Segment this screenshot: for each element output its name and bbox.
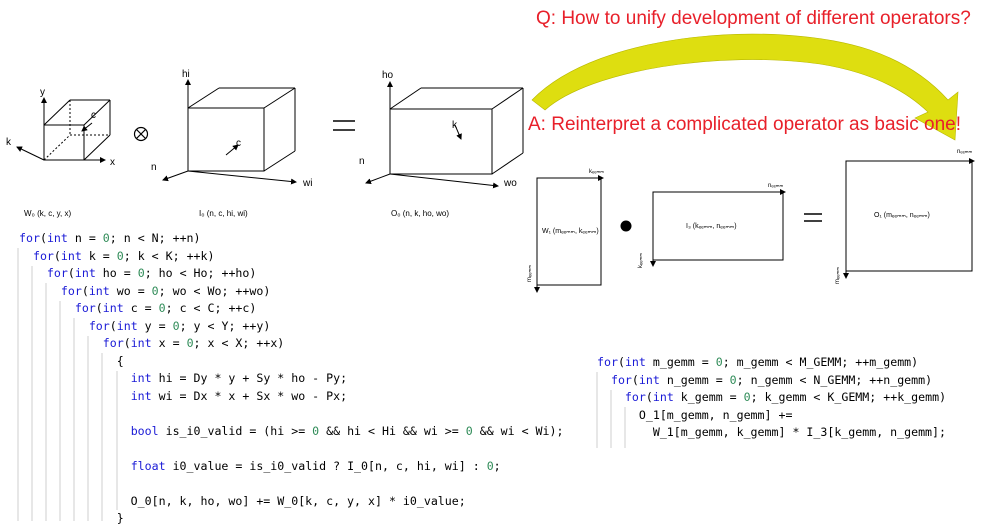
w0-caption: W₀ (k, c, y, x)	[24, 209, 72, 218]
i3-k-gemm-axis: kₑₑₘₘ	[638, 253, 644, 268]
conv-code-line	[19, 440, 563, 458]
convolution-symbol	[133, 126, 149, 142]
conv-indent-guides	[17, 248, 118, 521]
conv-code-line: for(int x = 0; x < X; ++x)	[102, 336, 285, 350]
o0-caption: O₀ (n, k, ho, wo)	[391, 209, 450, 218]
i3-matrix	[650, 189, 786, 267]
w1-matrix	[534, 175, 604, 293]
o1-label: O₁ (mₑₑₘₘ, nₑₑₘₘ)	[874, 212, 930, 219]
w0-axis-c: c	[91, 110, 96, 121]
o0-cube	[365, 81, 524, 189]
w0-axis-y: y	[40, 87, 45, 98]
conv-code-block: for(int n = 0; n < N; ++n) for(int k = 0…	[19, 230, 563, 528]
answer-text: A: Reinterpret a complicated operator as…	[528, 114, 962, 135]
i3-label: I₃ (kₑₑₘₘ, nₑₑₘₘ)	[686, 223, 737, 230]
conv-code-line	[19, 405, 563, 423]
gemm-code-line: for(int k_gemm = 0; k_gemm < K_GEMM; ++k…	[624, 390, 947, 404]
i3-n-gemm-axis: nₑₑₘₘ	[768, 183, 784, 189]
question-text: Q: How to unify development of different…	[536, 8, 971, 29]
o1-m-gemm-axis: mₑₑₘₘ	[835, 267, 841, 284]
conv-code-line: for(int n = 0; n < N; ++n)	[19, 231, 201, 245]
gemm-code-line: for(int n_gemm = 0; n_gemm < N_GEMM; ++n…	[610, 372, 933, 387]
o0-axis-wo: wo	[504, 178, 517, 189]
conv-code-line: for(int ho = 0; ho < Ho; ++ho)	[46, 266, 257, 280]
conv-code-line: {	[19, 353, 124, 368]
o1-n-gemm-axis: nₑₑₘₘ	[957, 149, 973, 155]
conv-code-line	[19, 475, 563, 493]
conv-code-line: int hi = Dy * y + Sy * ho - Py;	[130, 371, 348, 385]
conv-code-line: O_0[n, k, ho, wo] += W_0[k, c, y, x] * i…	[19, 493, 466, 508]
curved-arrow	[531, 33, 959, 141]
i0-caption: I₀ (n, c, hi, wi)	[199, 209, 248, 218]
conv-code-line: int wi = Dx * x + Sx * wo - Px;	[130, 388, 348, 403]
conv-code-line: for(int y = 0; y < Y; ++y)	[88, 318, 271, 333]
conv-code-line: for(int c = 0; c < C; ++c)	[74, 301, 257, 315]
gemm-dot-symbol	[620, 220, 632, 232]
conv-code-line: bool is_i0_valid = (hi >= 0 && hi < Hi &…	[130, 423, 564, 438]
gemm-code-line: W_1[m_gemm, k_gemm] * I_3[k_gemm, n_gemm…	[597, 425, 947, 439]
gemm-code-line: O_1[m_gemm, n_gemm] +=	[597, 407, 793, 422]
gemm-equals	[804, 213, 822, 222]
w1-k-gemm-axis: kₑₑₘₘ	[589, 169, 604, 175]
conv-code-line: float i0_value = is_i0_valid ? I_0[n, c,…	[130, 458, 501, 473]
w1-label: W₁ (mₑₑₘₘ, kₑₑₘₘ)	[542, 228, 599, 235]
i0-axis-wi: wi	[303, 178, 313, 189]
conv-code-line: for(int wo = 0; wo < Wo; ++wo)	[60, 283, 271, 298]
conv-code-line: for(int k = 0; k < K; ++k)	[32, 248, 215, 263]
conv-code-line: }	[19, 511, 124, 525]
w0-cube	[16, 97, 111, 163]
i0-axis-hi: hi	[182, 69, 190, 80]
i0-cube	[162, 79, 297, 185]
conv-equals	[333, 120, 355, 131]
i0-axis-n: n	[151, 162, 157, 173]
i0-axis-c: c	[236, 138, 241, 149]
gemm-indent-guides	[596, 372, 626, 448]
o0-axis-k: k	[452, 120, 457, 131]
w0-axis-x: x	[110, 157, 115, 168]
w0-axis-k: k	[6, 137, 11, 148]
gemm-code-line: for(int m_gemm = 0; m_gemm < M_GEMM; ++m…	[597, 355, 919, 369]
o0-axis-ho: ho	[382, 70, 394, 81]
o1-matrix	[843, 158, 975, 279]
o0-axis-n: n	[359, 156, 365, 167]
gemm-code-block: for(int m_gemm = 0; m_gemm < M_GEMM; ++m…	[597, 354, 946, 442]
